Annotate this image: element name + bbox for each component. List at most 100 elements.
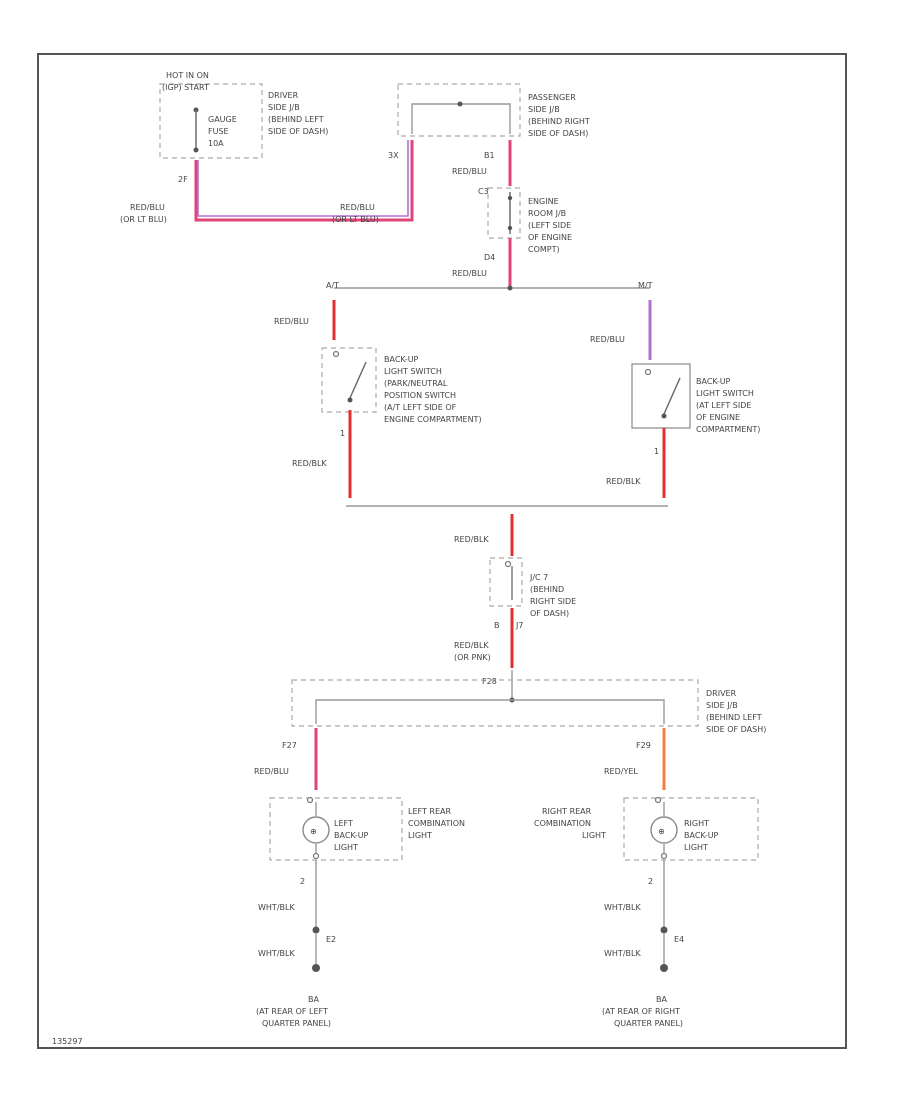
label-wire-red-blu-d4: RED/BLU xyxy=(452,269,487,278)
label-at-switch-3: (PARK/NEUTRAL xyxy=(384,379,448,388)
label-wire-wht-blk-left-1: WHT/BLK xyxy=(258,903,295,912)
label-ground-right-2: QUARTER PANEL) xyxy=(614,1019,683,1028)
label-hot-in-on: HOT IN ON xyxy=(166,71,209,80)
label-wire-red-blu-mt: RED/BLU xyxy=(590,335,625,344)
label-left-rear-comb-3: LIGHT xyxy=(408,831,432,840)
label-conn-b1: B1 xyxy=(484,151,495,160)
label-right-rear-comb-1: RIGHT REAR xyxy=(542,807,592,816)
engine-jb-box xyxy=(487,187,521,239)
label-gnd-e2: E2 xyxy=(326,935,336,944)
engine-jb-terminal-top xyxy=(507,195,513,201)
label-gauge-fuse: GAUGE xyxy=(208,115,237,124)
jc7-terminal-top xyxy=(504,560,512,568)
label-driver-jb-top-2: SIDE J/B xyxy=(268,103,300,112)
label-at-switch-1: BACK-UP xyxy=(384,355,419,364)
fuse-bottom-terminal xyxy=(193,147,199,153)
label-engine-jb-5: COMPT) xyxy=(528,245,560,254)
label-right-backup-3: LIGHT xyxy=(684,843,708,852)
label-right-backup-2: BACK-UP xyxy=(684,831,719,840)
at-switch-pivot xyxy=(347,397,353,403)
label-gauge-fuse-3: 10A xyxy=(208,139,224,148)
wire-fuse-to-passenger-jb xyxy=(194,140,414,222)
mt-switch-blade xyxy=(663,377,681,415)
label-right-rear-comb-3: LIGHT xyxy=(582,831,606,840)
label-hot-in-on-2: (IGP) START xyxy=(162,83,209,92)
label-wire-wht-blk-right-2: WHT/BLK xyxy=(604,949,641,958)
label-wire-red-blk-mt: RED/BLK xyxy=(606,477,641,486)
label-passenger-jb-4: SIDE OF DASH) xyxy=(528,129,588,138)
label-wire-red-blu-b1: RED/BLU xyxy=(452,167,487,176)
label-gnd-ba-left: BA xyxy=(308,995,319,1004)
label-wire-red-blu-at: RED/BLU xyxy=(274,317,309,326)
label-mt-switch-5: COMPARTMENT) xyxy=(696,425,760,434)
label-right-rear-comb-2: COMBINATION xyxy=(534,819,591,828)
driver-jb-lower-bus xyxy=(315,699,665,724)
right-bulb-filament: ⊕ xyxy=(658,827,665,836)
label-wire-wht-blk-left-2: WHT/BLK xyxy=(258,949,295,958)
right-ground-icon xyxy=(660,964,668,972)
label-at-switch-6: ENGINE COMPARTMENT) xyxy=(384,415,482,424)
label-left-rear-comb-1: LEFT REAR xyxy=(408,807,451,816)
label-driver-jb-lower-4: SIDE OF DASH) xyxy=(706,725,766,734)
label-left-backup-2: BACK-UP xyxy=(334,831,369,840)
left-ground-icon xyxy=(312,964,320,972)
branch-node xyxy=(507,285,513,291)
left-bulb-icon xyxy=(302,816,330,844)
label-conn-b: B xyxy=(494,621,500,630)
label-conn-at: A/T xyxy=(326,281,339,290)
label-wire-red-blk-jc: RED/BLK xyxy=(454,641,489,650)
engine-jb-terminal-bottom xyxy=(507,225,513,231)
label-gnd-e4: E4 xyxy=(674,935,684,944)
label-conn-c3: C3 xyxy=(478,187,489,196)
mt-switch-box xyxy=(631,363,691,429)
label-conn-2f: 2F xyxy=(178,175,188,184)
label-wire-red-blk-at: RED/BLK xyxy=(292,459,327,468)
label-jc7-2: (BEHIND xyxy=(530,585,564,594)
label-wire-red-blu-left-lamp: RED/BLU xyxy=(254,767,289,776)
label-passenger-jb-3: (BEHIND RIGHT xyxy=(528,117,590,126)
passenger-jb-internal-wire xyxy=(411,103,511,134)
label-right-backup-1: RIGHT xyxy=(684,819,709,828)
passenger-jb-node xyxy=(457,101,463,107)
label-wire-red-blu-mid: RED/BLU xyxy=(340,203,375,212)
label-jc7-3: RIGHT SIDE xyxy=(530,597,576,606)
right-lamp-terminal-top xyxy=(654,796,662,804)
label-mt-switch-3: (AT LEFT SIDE xyxy=(696,401,751,410)
label-conn-f27: F27 xyxy=(282,741,297,750)
label-gauge-fuse-2: FUSE xyxy=(208,127,229,136)
label-wire-red-blu-left: RED/BLU xyxy=(130,203,165,212)
at-switch-terminal-top xyxy=(332,350,340,358)
label-mt-switch-2: LIGHT SWITCH xyxy=(696,389,754,398)
label-driver-jb-top-3: (BEHIND LEFT xyxy=(268,115,324,124)
diagram-frame xyxy=(37,53,847,1049)
label-driver-jb-lower-1: DRIVER xyxy=(706,689,737,698)
wire-fuse-to-passenger-jb-stripe xyxy=(197,140,409,217)
label-at-switch-2: LIGHT SWITCH xyxy=(384,367,442,376)
right-lamp-terminal-bottom xyxy=(660,852,668,860)
fuse-box xyxy=(159,83,263,159)
left-ground-splice xyxy=(312,926,320,934)
label-engine-jb-3: (LEFT SIDE xyxy=(528,221,571,230)
label-at-switch-5: (A/T LEFT SIDE OF xyxy=(384,403,457,412)
label-mt-switch-4: OF ENGINE xyxy=(696,413,740,422)
label-conn-d4: D4 xyxy=(484,253,495,262)
label-passenger-jb-2: SIDE J/B xyxy=(528,105,560,114)
label-left-pin-2: 2 xyxy=(300,877,305,886)
label-passenger-jb-1: PASSENGER xyxy=(528,93,576,102)
right-lamp-box xyxy=(623,797,759,861)
label-conn-3x: 3X xyxy=(388,151,399,160)
label-left-rear-comb-2: COMBINATION xyxy=(408,819,465,828)
label-conn-j7: J7 xyxy=(515,621,523,630)
left-lamp-terminal-top xyxy=(306,796,314,804)
label-wire-wht-blk-right-1: WHT/BLK xyxy=(604,903,641,912)
label-jc7-4: OF DASH) xyxy=(530,609,569,618)
label-left-backup-1: LEFT xyxy=(334,819,353,828)
label-wire-red-yel-right-lamp: RED/YEL xyxy=(604,767,638,776)
label-engine-jb-1: ENGINE xyxy=(528,197,559,206)
figure-id: 135297 xyxy=(52,1037,83,1046)
at-switch-box xyxy=(321,347,377,413)
left-bulb-filament: ⊕ xyxy=(310,827,317,836)
label-at-pin-1: 1 xyxy=(340,429,345,438)
label-jc7-1: J/C 7 xyxy=(529,573,548,582)
